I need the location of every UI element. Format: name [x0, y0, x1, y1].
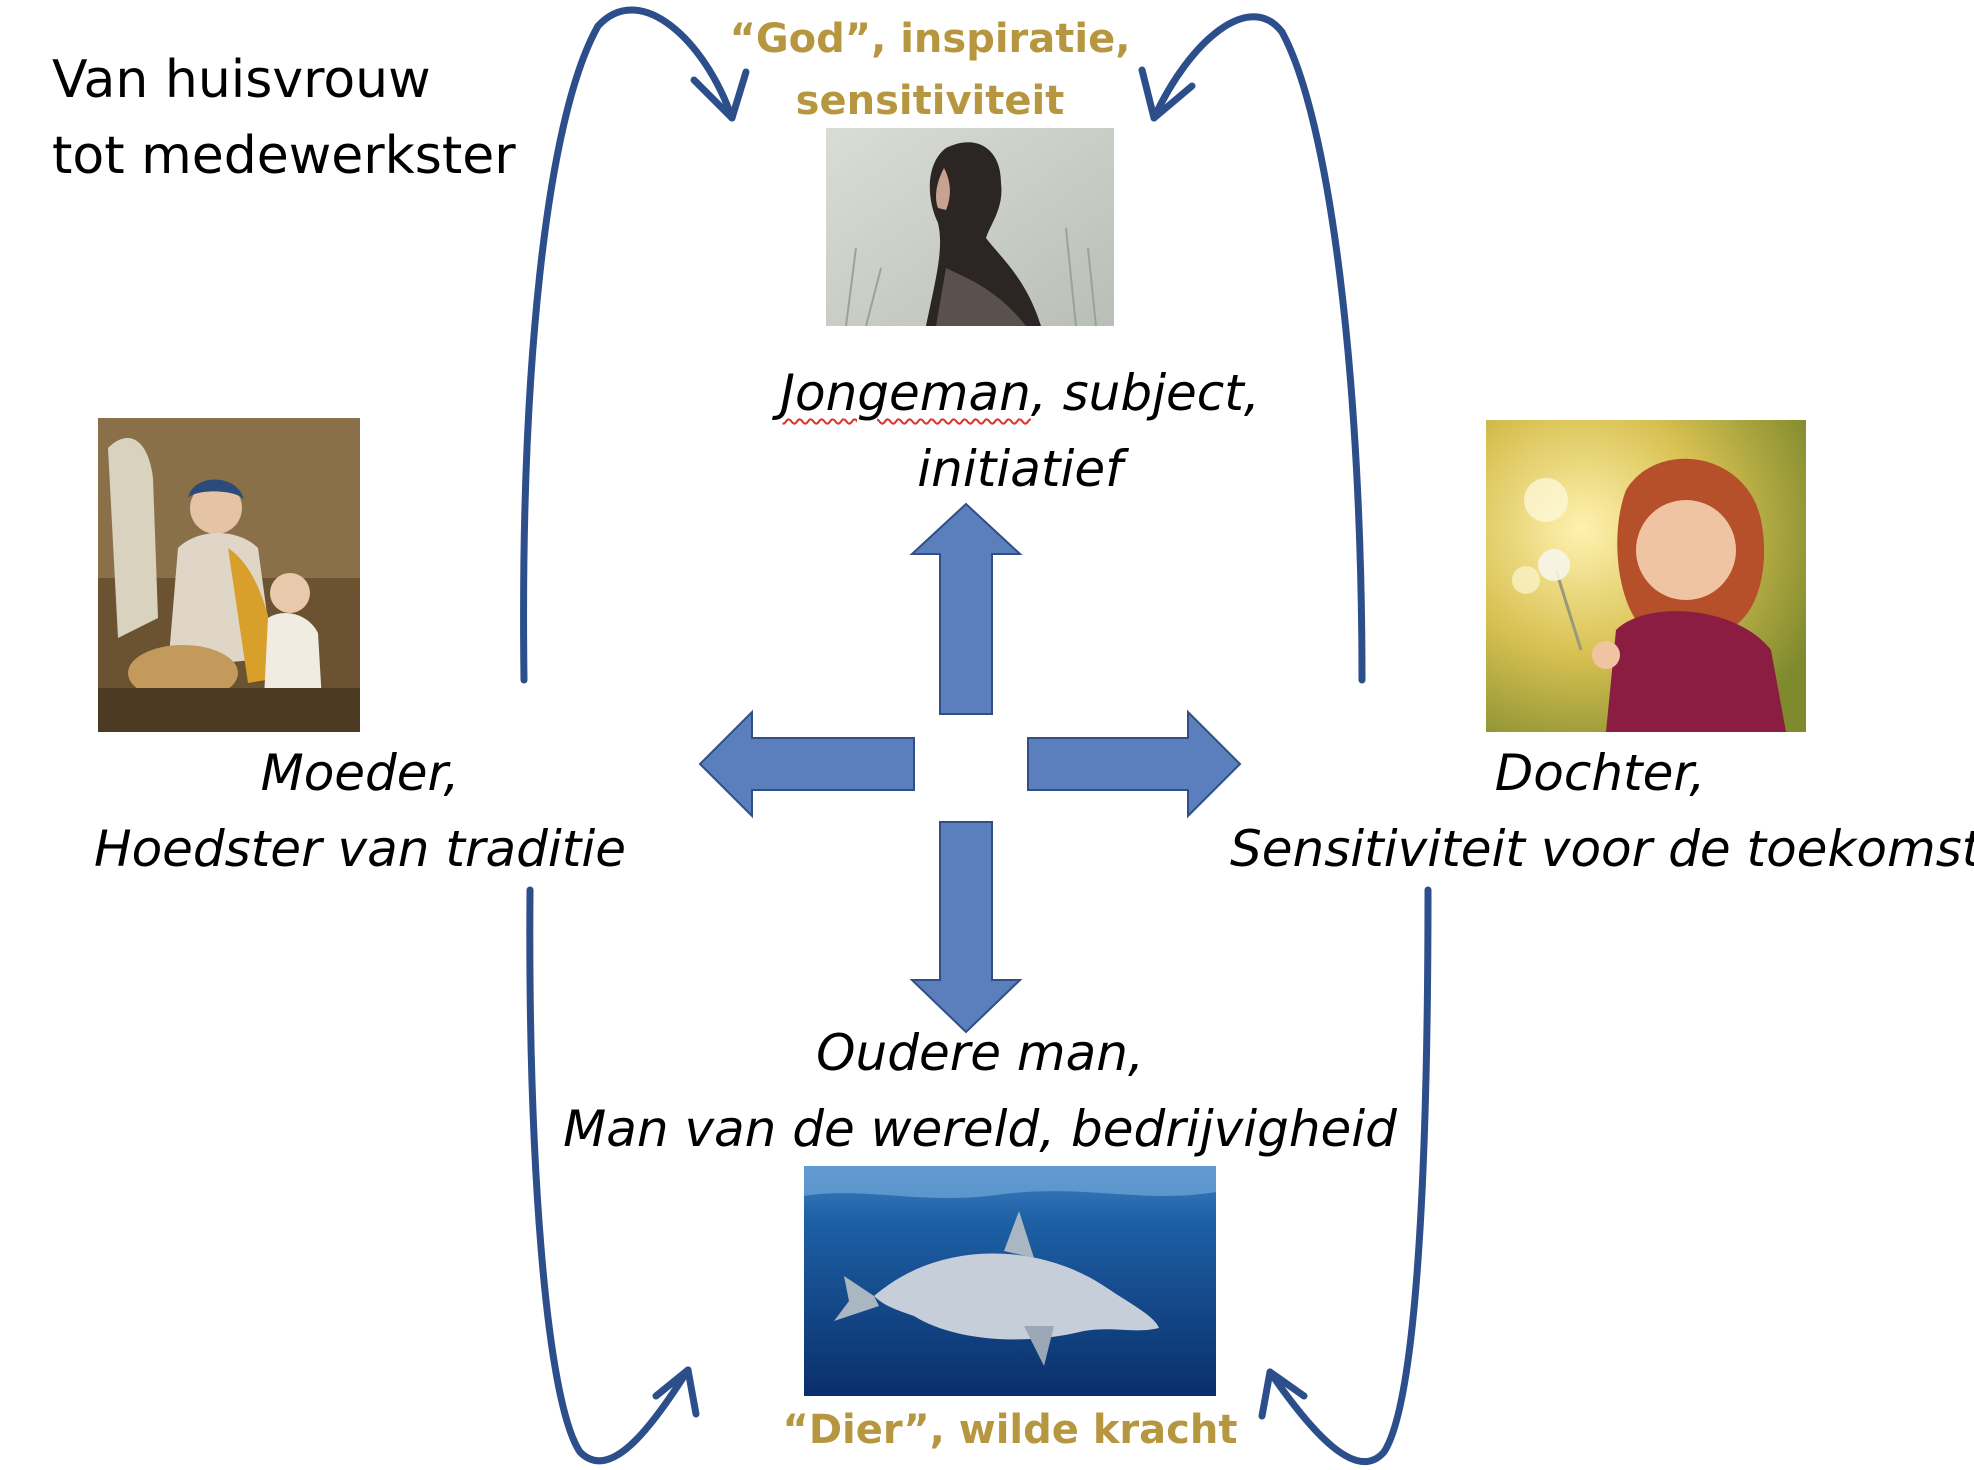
bottom-label-line-1: Oudere man, [816, 1024, 1144, 1082]
curve-right-bottom-arrowhead [1258, 1368, 1308, 1420]
arrow-down-icon [909, 821, 1023, 1034]
bottom-label: Oudere man, Man van de wereld, bedrijvig… [560, 1015, 1400, 1167]
left-label-line-1: Moeder, [260, 744, 460, 802]
left-photo [98, 418, 360, 732]
curve-left-top [520, 6, 736, 684]
arrow-left-icon [698, 709, 915, 819]
top-label-line-1: Jongeman, subject, [740, 355, 1300, 431]
title-line-1: Van huisvrouw [52, 50, 431, 110]
arrow-up-icon [909, 502, 1023, 715]
girl-dandelion-photo [1486, 420, 1806, 732]
right-label: Dochter, Sensitiviteit voor de toekomst [1230, 735, 1974, 887]
left-label: Moeder, Hoedster van traditie [90, 735, 630, 887]
bottom-caption: “Dier”, wilde kracht [782, 1407, 1238, 1453]
right-label-line-2: Sensitiviteit voor de toekomst [1230, 820, 1974, 878]
woman-profile-image [826, 128, 1114, 326]
slide-title: Van huisvrouw tot medewerkster [52, 42, 516, 194]
top-label-line-2: initiatief [917, 440, 1123, 498]
top-label: Jongeman, subject, initiatief [740, 355, 1300, 507]
curve-right-top-arrowhead [1138, 66, 1196, 122]
curve-left-bottom [526, 886, 692, 1465]
bottom-label-line-2: Man van de wereld, bedrijvigheid [563, 1100, 1397, 1158]
right-photo [1486, 420, 1806, 732]
arrow-right-icon [1027, 709, 1242, 819]
dolphin-photo [804, 1166, 1216, 1396]
top-label-marked-word: Jongeman [780, 364, 1031, 422]
curve-left-top-arrowhead [690, 68, 750, 122]
curve-right-top [1150, 13, 1366, 684]
curve-right-bottom [1266, 886, 1432, 1466]
top-label-line-1-rest: , subject, [1030, 364, 1260, 422]
right-label-line-1: Dochter, [1494, 744, 1706, 802]
top-caption: “God”, inspiratie, sensitiviteit [660, 8, 1200, 132]
left-label-line-2: Hoedster van traditie [93, 820, 627, 878]
top-photo [826, 128, 1114, 326]
mother-child-painting [98, 418, 360, 732]
bottom-photo [804, 1166, 1216, 1396]
title-line-2: tot medewerkster [52, 126, 516, 186]
top-caption-line-2: sensitiviteit [795, 78, 1065, 124]
top-caption-line-1: “God”, inspiratie, [729, 16, 1131, 62]
curve-left-bottom-arrowhead [652, 1366, 700, 1418]
